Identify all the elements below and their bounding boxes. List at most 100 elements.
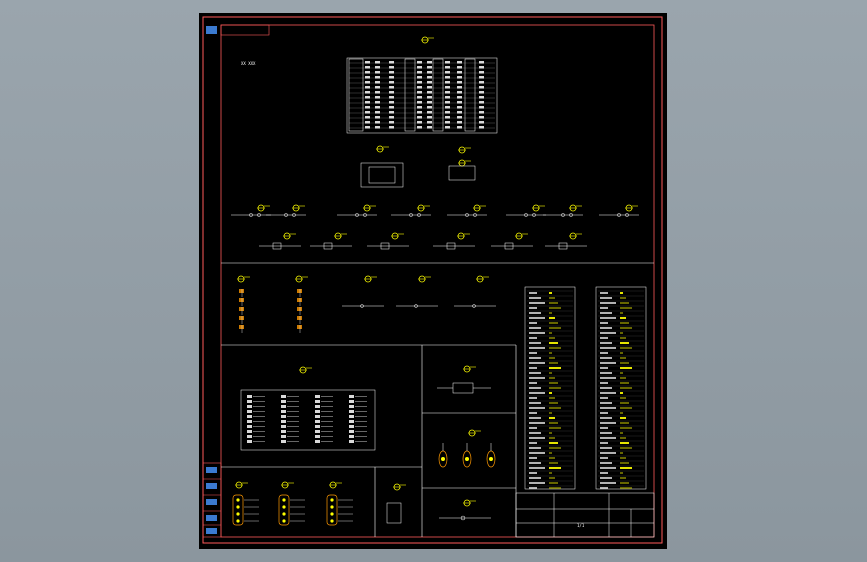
table-cell bbox=[600, 357, 612, 359]
terminal-block-icon bbox=[232, 494, 244, 526]
terminal-block-icon bbox=[417, 71, 422, 74]
contact-icon bbox=[297, 316, 302, 320]
contact-icon bbox=[239, 316, 244, 320]
contact-icon bbox=[292, 213, 296, 217]
table-cell bbox=[549, 382, 558, 384]
terminal-block-icon bbox=[315, 440, 320, 443]
light-icon bbox=[489, 457, 493, 461]
table-cell bbox=[529, 377, 545, 379]
sub-diagram-2 bbox=[448, 165, 476, 181]
table-cell bbox=[620, 302, 629, 304]
table-cell bbox=[529, 352, 537, 354]
terminal-block-icon bbox=[389, 96, 394, 99]
terminal-block-icon bbox=[417, 121, 422, 124]
table-cell bbox=[549, 302, 558, 304]
table-cell bbox=[600, 467, 616, 469]
contact-icon bbox=[236, 498, 240, 502]
table-cell bbox=[600, 457, 608, 459]
table-cell bbox=[529, 467, 545, 469]
contact-icon bbox=[561, 213, 565, 217]
terminal-block-icon bbox=[365, 76, 370, 79]
table-cell bbox=[620, 382, 629, 384]
terminal-block-icon bbox=[281, 425, 286, 428]
contact-icon bbox=[282, 519, 286, 523]
table-cell bbox=[529, 462, 541, 464]
table-cell bbox=[600, 407, 616, 409]
terminal-block-icon bbox=[281, 410, 286, 413]
table-cell bbox=[529, 357, 541, 359]
table-cell bbox=[549, 467, 561, 469]
table-cell bbox=[529, 437, 545, 439]
terminal-block-icon bbox=[445, 116, 450, 119]
terminal-block-icon bbox=[417, 111, 422, 114]
terminal-block-icon bbox=[445, 106, 450, 109]
table-cell bbox=[529, 402, 541, 404]
terminal-block-panel bbox=[346, 57, 498, 134]
table-cell bbox=[620, 457, 626, 459]
table-cell bbox=[620, 437, 626, 439]
light-icon bbox=[441, 457, 445, 461]
terminal-block-icon bbox=[427, 81, 432, 84]
table-cell bbox=[620, 422, 629, 424]
table-cell bbox=[529, 432, 541, 434]
table-cell bbox=[600, 312, 612, 314]
table-cell bbox=[529, 292, 537, 294]
terminal-block-icon bbox=[315, 425, 320, 428]
terminal-block-icon bbox=[445, 126, 450, 129]
terminal-block-icon bbox=[375, 126, 380, 129]
terminal-block-icon bbox=[479, 91, 484, 94]
table-cell bbox=[620, 292, 623, 294]
terminal-block-icon bbox=[417, 126, 422, 129]
terminal-block-icon bbox=[349, 410, 354, 413]
terminal-block-icon bbox=[326, 494, 338, 526]
terminal-block-icon bbox=[417, 91, 422, 94]
terminal-block-icon bbox=[427, 126, 432, 129]
terminal-block-icon bbox=[417, 96, 422, 99]
table-cell bbox=[620, 412, 623, 414]
terminal-block-icon bbox=[479, 81, 484, 84]
table-cell bbox=[549, 292, 552, 294]
terminal-block-icon bbox=[375, 121, 380, 124]
table-cell bbox=[549, 482, 558, 484]
contact-icon bbox=[330, 519, 334, 523]
table-cell bbox=[549, 317, 555, 319]
table-cell bbox=[620, 372, 623, 374]
contact-icon bbox=[330, 512, 334, 516]
table-cell bbox=[529, 317, 545, 319]
terminal-block-icon bbox=[417, 106, 422, 109]
table-cell bbox=[600, 387, 612, 389]
contact-icon bbox=[617, 213, 621, 217]
terminal-block-icon bbox=[445, 81, 450, 84]
terminal-block-icon bbox=[457, 121, 462, 124]
terminal-block-icon bbox=[427, 101, 432, 104]
table-cell bbox=[529, 442, 537, 444]
table-cell bbox=[600, 397, 608, 399]
table-cell bbox=[529, 397, 537, 399]
terminal-block-icon bbox=[375, 66, 380, 69]
terminal-block-icon bbox=[365, 116, 370, 119]
terminal-block-icon bbox=[365, 81, 370, 84]
table-cell bbox=[600, 342, 612, 344]
table-cell bbox=[600, 377, 616, 379]
terminal-block-icon bbox=[247, 395, 252, 398]
table-cell bbox=[549, 392, 552, 394]
table-cell bbox=[600, 402, 612, 404]
contact-icon bbox=[297, 307, 302, 311]
inner-frame bbox=[220, 24, 655, 538]
table-cell bbox=[529, 412, 537, 414]
terminal-block-icon bbox=[247, 415, 252, 418]
terminal-block-icon bbox=[315, 420, 320, 423]
table-cell bbox=[620, 352, 623, 354]
terminal-block-icon bbox=[349, 400, 354, 403]
table-cell bbox=[600, 442, 608, 444]
table-cell bbox=[549, 422, 558, 424]
table-cell bbox=[600, 417, 612, 419]
contact-icon bbox=[297, 289, 302, 293]
table-cell bbox=[600, 472, 608, 474]
contact-icon bbox=[532, 213, 536, 217]
table-cell bbox=[549, 307, 561, 309]
terminal-block-icon bbox=[365, 86, 370, 89]
terminal-block-icon bbox=[375, 76, 380, 79]
table-cell bbox=[529, 452, 545, 454]
terminal-block-icon bbox=[445, 111, 450, 114]
